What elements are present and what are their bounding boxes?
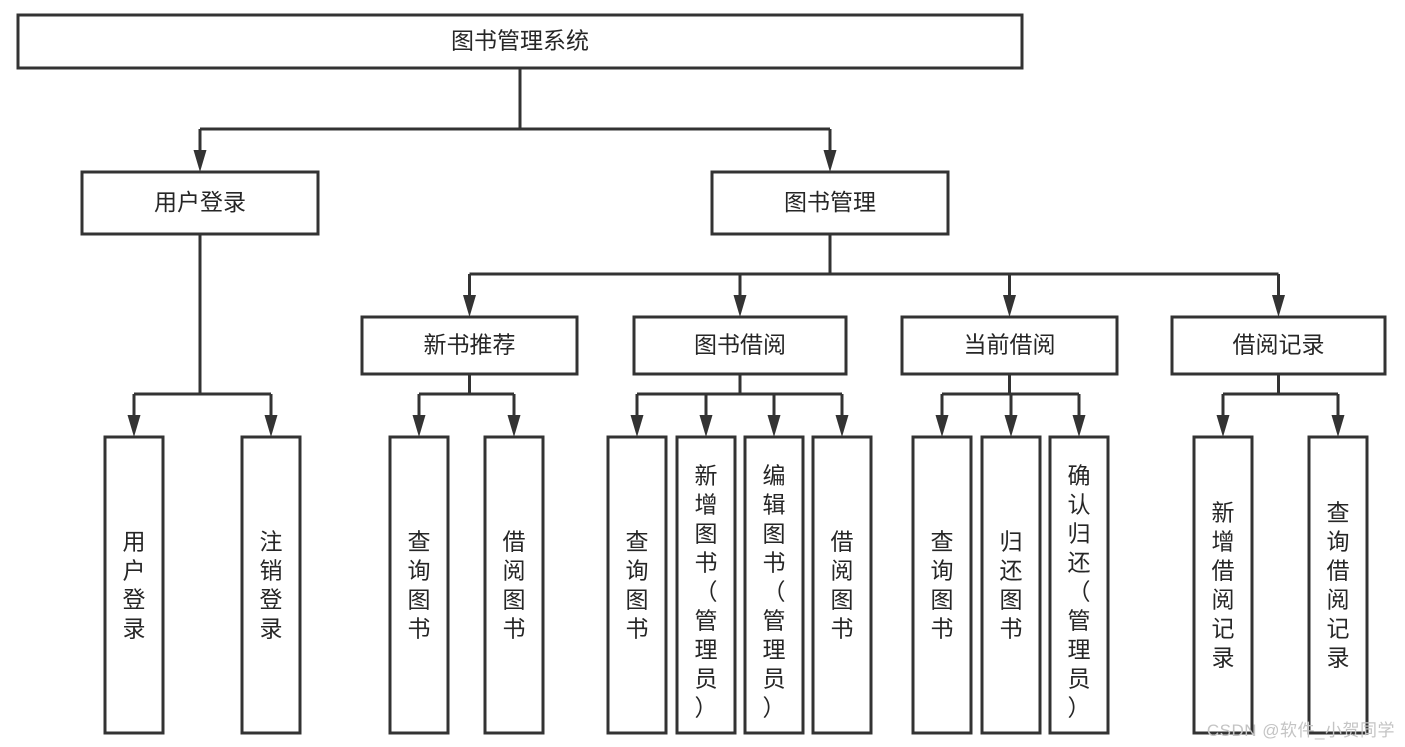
node-box-borrow-record[interactable] [1170, 315, 1387, 376]
node-leaf-borrow-book-2[interactable]: 借阅图书 [811, 435, 873, 735]
arrow-head-leaf-query-book-2 [630, 415, 644, 437]
node-box-leaf-edit-book-admin[interactable] [743, 435, 805, 735]
node-box-leaf-confirm-return-admin[interactable] [1048, 435, 1110, 735]
node-label-leaf-query-book-3: 查询图书 [931, 529, 954, 642]
node-user-login[interactable]: 用户登录 [80, 170, 320, 236]
node-label-leaf-logout: 注销登录 [260, 529, 283, 642]
node-leaf-query-borrow-record[interactable]: 查询借阅记录 [1307, 435, 1369, 735]
node-box-root[interactable] [16, 13, 1024, 70]
arrow-head-leaf-query-book-1 [412, 415, 426, 437]
arrow-head-leaf-add-book-admin [699, 415, 713, 437]
node-label-leaf-query-book-2: 查询图书 [626, 529, 649, 642]
connector-group-new-book-recommend [412, 374, 521, 437]
node-label-leaf-query-book-1: 查询图书 [408, 529, 431, 642]
arrow-head-borrow-record [1272, 295, 1285, 317]
node-label-user-login: 用户登录 [154, 189, 246, 215]
node-leaf-confirm-return-admin[interactable]: 确认归还（管理员） [1048, 435, 1110, 735]
node-label-borrow-record: 借阅记录 [1233, 332, 1325, 358]
node-box-leaf-return-book[interactable] [980, 435, 1042, 735]
node-leaf-query-book-1[interactable]: 查询图书 [388, 435, 450, 735]
arrow-head-leaf-query-borrow-record [1331, 415, 1345, 437]
node-box-leaf-borrow-book-2[interactable] [811, 435, 873, 735]
arrow-head-leaf-return-book [1004, 415, 1018, 437]
arrow-head-current-borrow [1003, 295, 1016, 317]
connector-group-book-manage [463, 234, 1285, 317]
connector-group-user-login [127, 234, 278, 437]
node-box-leaf-borrow-book-1[interactable] [483, 435, 545, 735]
node-label-new-book-recommend: 新书推荐 [424, 332, 516, 358]
arrow-head-leaf-edit-book-admin [767, 415, 781, 437]
node-label-leaf-return-book: 归还图书 [1000, 529, 1023, 642]
node-layer: 图书管理系统用户登录图书管理新书推荐图书借阅当前借阅借阅记录用户登录注销登录查询… [16, 13, 1387, 735]
node-label-leaf-confirm-return-admin: 确认归还（管理员） [1068, 463, 1091, 721]
arrow-head-leaf-logout [264, 415, 278, 437]
node-leaf-logout[interactable]: 注销登录 [240, 435, 302, 735]
node-box-leaf-query-borrow-record[interactable] [1307, 435, 1369, 735]
node-box-current-borrow[interactable] [900, 315, 1119, 376]
arrow-head-leaf-borrow-book-2 [835, 415, 849, 437]
node-box-leaf-query-book-1[interactable] [388, 435, 450, 735]
node-box-leaf-add-book-admin[interactable] [675, 435, 737, 735]
node-leaf-user-login[interactable]: 用户登录 [103, 435, 165, 735]
node-leaf-query-book-2[interactable]: 查询图书 [606, 435, 668, 735]
node-book-borrow[interactable]: 图书借阅 [632, 315, 848, 376]
node-leaf-return-book[interactable]: 归还图书 [980, 435, 1042, 735]
node-box-user-login[interactable] [80, 170, 320, 236]
node-label-leaf-borrow-book-2: 借阅图书 [831, 529, 854, 642]
node-leaf-add-book-admin[interactable]: 新增图书（管理员） [675, 435, 737, 735]
connector-group-current-borrow [935, 374, 1086, 437]
arrow-head-leaf-add-borrow-record [1216, 415, 1230, 437]
node-label-book-manage: 图书管理 [784, 189, 876, 215]
connector-layer [127, 68, 1345, 437]
node-label-leaf-add-borrow-record: 新增借阅记录 [1212, 500, 1235, 671]
arrow-head-leaf-confirm-return-admin [1072, 415, 1086, 437]
connector-group-root [193, 68, 837, 172]
arrow-head-leaf-borrow-book-1 [507, 415, 521, 437]
node-leaf-borrow-book-1[interactable]: 借阅图书 [483, 435, 545, 735]
node-label-leaf-borrow-book-1: 借阅图书 [503, 529, 526, 642]
arrow-head-leaf-user-login [127, 415, 141, 437]
node-box-new-book-recommend[interactable] [360, 315, 579, 376]
node-borrow-record[interactable]: 借阅记录 [1170, 315, 1387, 376]
node-leaf-add-borrow-record[interactable]: 新增借阅记录 [1192, 435, 1254, 735]
node-label-book-borrow: 图书借阅 [694, 332, 786, 358]
node-box-book-manage[interactable] [710, 170, 950, 236]
node-box-leaf-query-book-3[interactable] [911, 435, 973, 735]
arrow-head-new-book-recommend [463, 295, 476, 317]
node-box-leaf-add-borrow-record[interactable] [1192, 435, 1254, 735]
node-box-book-borrow[interactable] [632, 315, 848, 376]
arrow-head-book-manage [823, 150, 837, 172]
arrow-head-user-login [193, 150, 207, 172]
node-box-leaf-user-login[interactable] [103, 435, 165, 735]
node-label-leaf-user-login: 用户登录 [123, 529, 146, 642]
node-label-leaf-edit-book-admin: 编辑图书（管理员） [763, 463, 786, 721]
connector-group-borrow-record [1216, 374, 1345, 437]
node-label-current-borrow: 当前借阅 [964, 332, 1056, 358]
node-leaf-query-book-3[interactable]: 查询图书 [911, 435, 973, 735]
arrow-head-leaf-query-book-3 [935, 415, 949, 437]
node-new-book-recommend[interactable]: 新书推荐 [360, 315, 579, 376]
arrow-head-book-borrow [733, 295, 747, 317]
node-book-manage[interactable]: 图书管理 [710, 170, 950, 236]
node-leaf-edit-book-admin[interactable]: 编辑图书（管理员） [743, 435, 805, 735]
node-label-leaf-add-book-admin: 新增图书（管理员） [695, 463, 718, 721]
connector-group-book-borrow [630, 374, 849, 437]
node-box-leaf-query-book-2[interactable] [606, 435, 668, 735]
node-current-borrow[interactable]: 当前借阅 [900, 315, 1119, 376]
node-label-root: 图书管理系统 [451, 28, 589, 54]
node-box-leaf-logout[interactable] [240, 435, 302, 735]
node-label-leaf-query-borrow-record: 查询借阅记录 [1327, 500, 1350, 671]
node-root[interactable]: 图书管理系统 [16, 13, 1024, 70]
